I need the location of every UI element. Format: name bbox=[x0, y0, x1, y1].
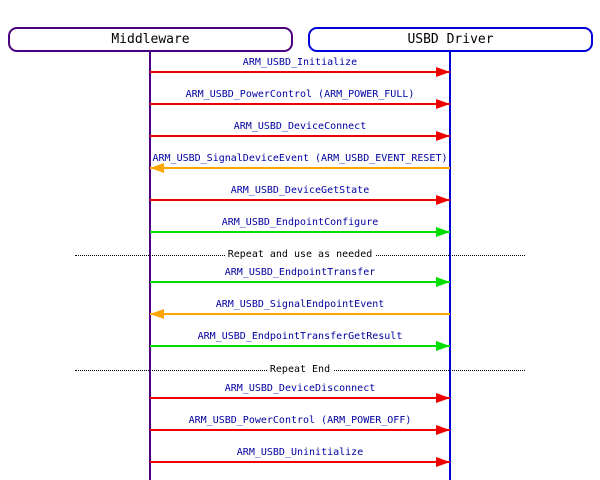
message-label: ARM_USBD_SignalDeviceEvent (ARM_USBD_EVE… bbox=[152, 153, 448, 164]
participant-box-usbd-driver: USBD Driver bbox=[308, 27, 593, 52]
message-line bbox=[150, 397, 450, 399]
lifeline-usbd-driver bbox=[449, 52, 451, 480]
arrowhead-right-icon bbox=[436, 277, 450, 287]
message-line bbox=[150, 313, 450, 315]
divider-line bbox=[75, 255, 525, 256]
message-line bbox=[150, 281, 450, 283]
arrowhead-right-icon bbox=[436, 131, 450, 141]
message-label: ARM_USBD_DeviceGetState bbox=[230, 185, 370, 196]
message-line bbox=[150, 345, 450, 347]
message-label: ARM_USBD_PowerControl (ARM_POWER_FULL) bbox=[185, 89, 415, 100]
message-label: ARM_USBD_EndpointTransferGetResult bbox=[197, 331, 403, 342]
arrowhead-right-icon bbox=[436, 195, 450, 205]
message-label: ARM_USBD_SignalEndpointEvent bbox=[215, 299, 385, 310]
message-label: ARM_USBD_Uninitialize bbox=[236, 447, 364, 458]
participant-box-middleware: Middleware bbox=[8, 27, 293, 52]
message-line bbox=[150, 199, 450, 201]
message-label: ARM_USBD_PowerControl (ARM_POWER_OFF) bbox=[188, 415, 412, 426]
arrowhead-right-icon bbox=[436, 425, 450, 435]
arrowhead-right-icon bbox=[436, 99, 450, 109]
message-label: ARM_USBD_Initialize bbox=[242, 57, 358, 68]
arrowhead-right-icon bbox=[436, 457, 450, 467]
message-label: ARM_USBD_EndpointConfigure bbox=[221, 217, 379, 228]
arrowhead-right-icon bbox=[436, 67, 450, 77]
message-line bbox=[150, 231, 450, 233]
message-line bbox=[150, 103, 450, 105]
message-label: ARM_USBD_DeviceDisconnect bbox=[224, 383, 376, 394]
participant-label-middleware: Middleware bbox=[111, 32, 190, 47]
message-line bbox=[150, 71, 450, 73]
arrowhead-right-icon bbox=[436, 341, 450, 351]
arrowhead-right-icon bbox=[436, 227, 450, 237]
divider-line bbox=[75, 370, 525, 371]
message-line bbox=[150, 461, 450, 463]
message-line bbox=[150, 135, 450, 137]
participant-label-usbd-driver: USBD Driver bbox=[407, 32, 494, 47]
lifeline-middleware bbox=[149, 52, 151, 480]
message-line bbox=[150, 167, 450, 169]
arrowhead-left-icon bbox=[150, 163, 164, 173]
message-label: ARM_USBD_DeviceConnect bbox=[233, 121, 367, 132]
message-line bbox=[150, 429, 450, 431]
arrowhead-left-icon bbox=[150, 309, 164, 319]
message-label: ARM_USBD_EndpointTransfer bbox=[224, 267, 376, 278]
arrowhead-right-icon bbox=[436, 393, 450, 403]
